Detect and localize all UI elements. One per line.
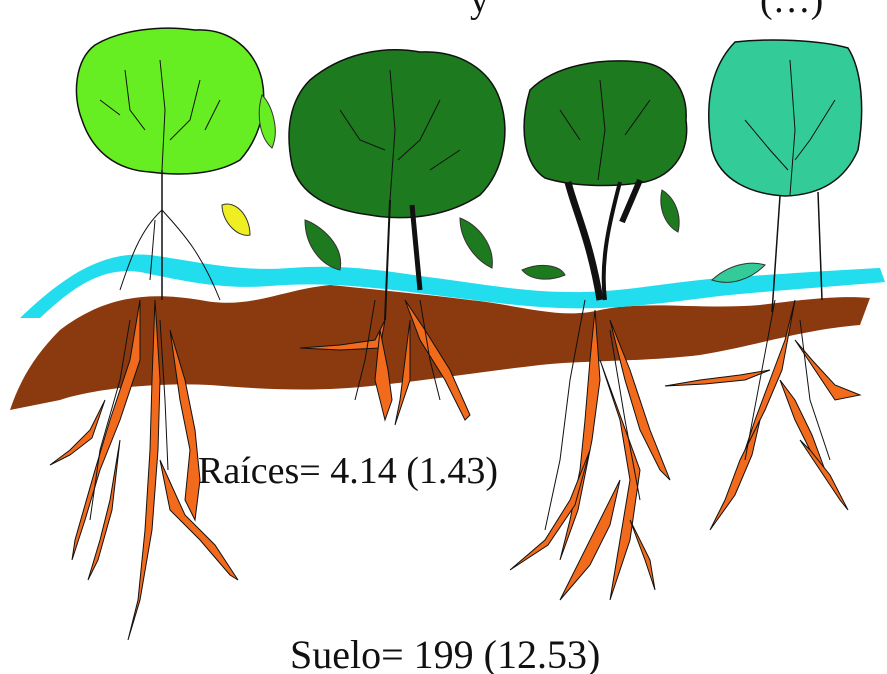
leaf-green-2 bbox=[305, 220, 341, 270]
tree-mint-canopy bbox=[709, 40, 862, 196]
leaf-green-1 bbox=[259, 95, 275, 148]
tree-light-green-canopy bbox=[76, 28, 263, 174]
leaf-green-3 bbox=[460, 218, 492, 268]
leaf-green-5 bbox=[522, 265, 565, 279]
tree-dark-green-2-canopy bbox=[524, 61, 687, 186]
leaf-green-4 bbox=[661, 190, 679, 232]
title-fragment-right: (…) bbox=[760, 0, 823, 21]
tree-dark-green-2 bbox=[524, 61, 687, 300]
title-fragment: y bbox=[470, 0, 489, 21]
leaf-yellow bbox=[222, 204, 250, 235]
tree-dark-green-1-canopy bbox=[289, 50, 505, 218]
roots-label: Raíces= 4.14 (1.43) bbox=[198, 450, 498, 492]
soil-label: Suelo= 199 (12.53) bbox=[290, 632, 600, 674]
